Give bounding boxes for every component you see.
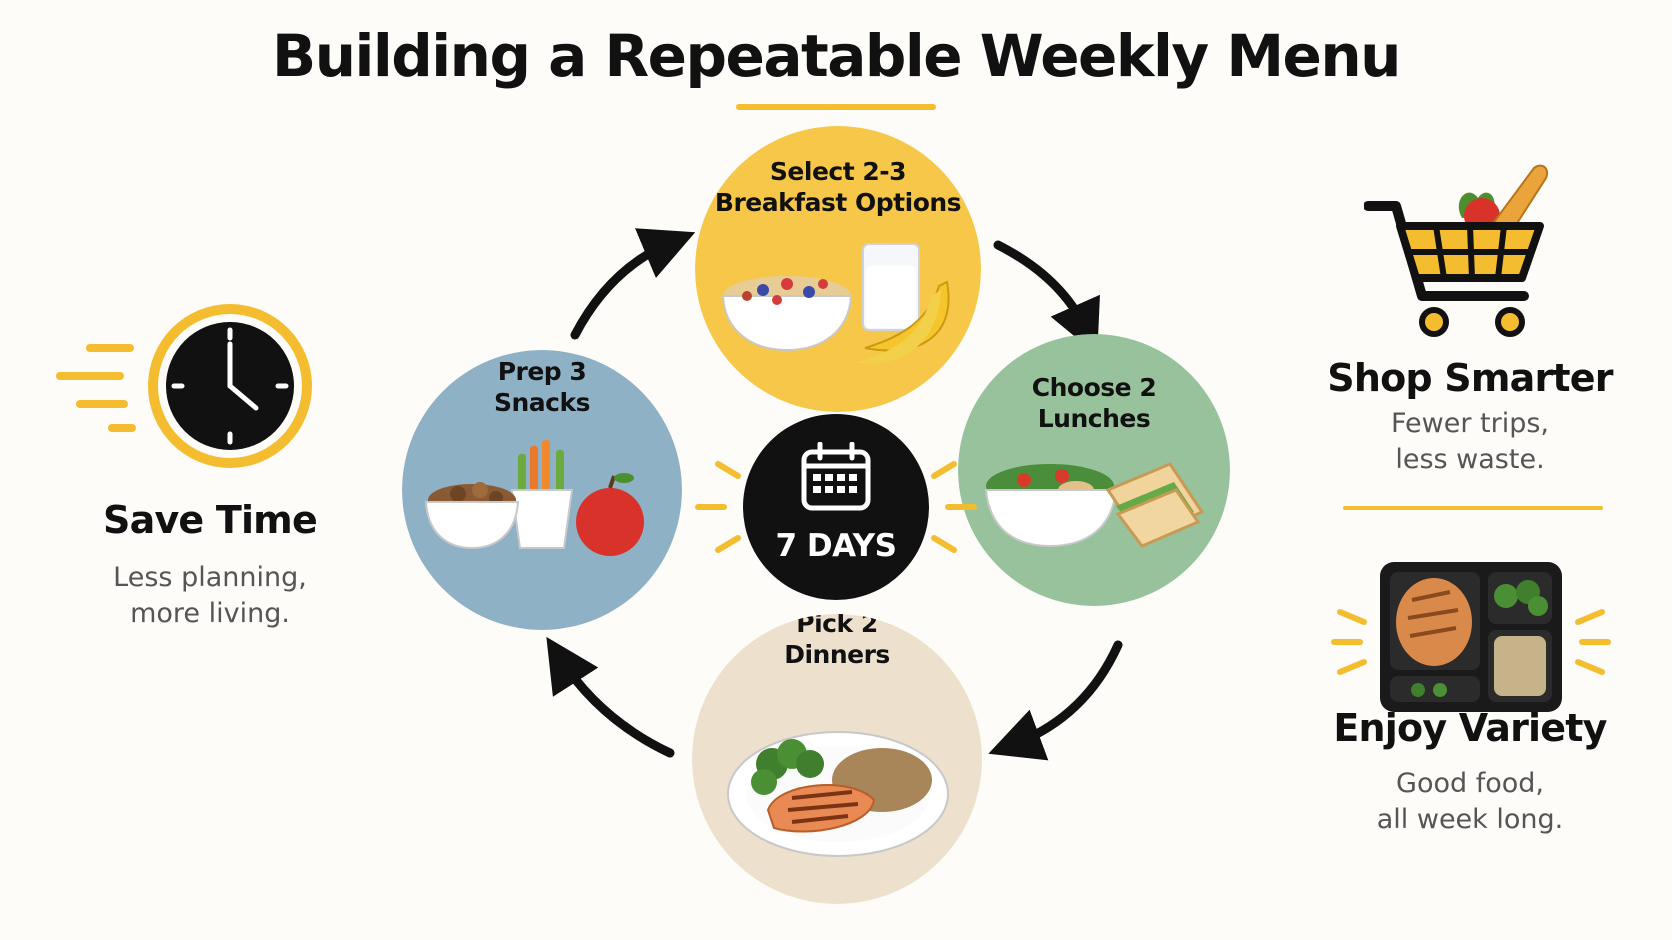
enjoy-variety-text: Good food,all week long. [1376,768,1564,835]
lunches-illustration-icon [984,462,1205,548]
seven-days-label: 7 DAYS [775,528,897,564]
shop-smarter-title: Shop Smarter [1327,356,1613,400]
calendar-icon [801,442,871,511]
save-time-text: Less planning,more living. [113,562,307,629]
milk [866,266,916,328]
right-divider [1343,506,1603,510]
page-title: Building a Repeatable Weekly Menu [272,22,1401,90]
center-seven-days: 7 DAYS [743,414,929,600]
dinners-illustration-icon [727,731,949,857]
shopping-cart-icon [1364,164,1548,337]
arrow-breakfast-to-lunches [993,240,1100,356]
veggie-cup [510,489,574,549]
shop-smarter-text: Fewer trips,less waste. [1390,408,1550,475]
arrow-snacks-to-breakfast [570,228,696,340]
snacks-illustration-icon [424,440,644,556]
save-time-title: Save Time [103,498,318,542]
salad-bowl [984,489,1118,548]
apple [576,488,644,556]
banana-2 [855,290,941,364]
clock-icon [56,304,312,468]
title-underline [736,104,936,110]
enjoy-variety-title: Enjoy Variety [1333,706,1607,750]
arrow-lunches-to-dinners [988,640,1123,761]
breakfast-illustration-icon [721,243,950,364]
bowl [721,295,853,352]
meal-prep-container-icon [1331,562,1611,712]
arrow-dinners-to-snacks [546,636,675,758]
nut-bowl [424,501,520,550]
